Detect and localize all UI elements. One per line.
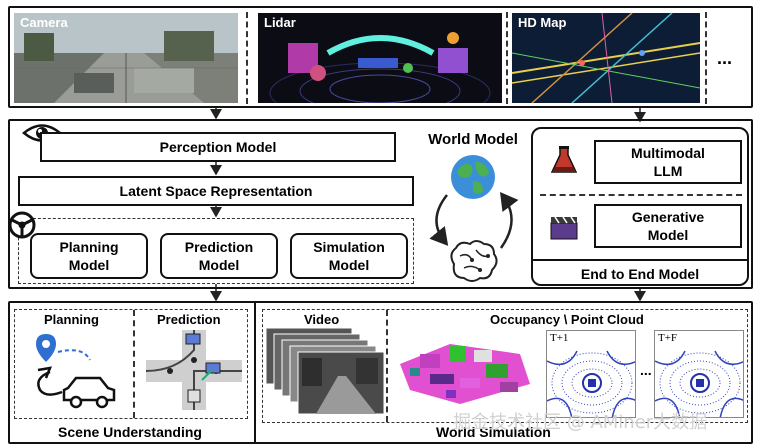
scene-understanding-group [14, 309, 248, 419]
model-panel [8, 119, 753, 289]
lidar-label: Lidar [264, 15, 296, 30]
hd-map-thumbnail: HD Map [512, 13, 700, 103]
world-model-title: World Model [428, 131, 518, 148]
task-models-group [18, 218, 414, 284]
prediction-label: Prediction [157, 312, 221, 327]
occupancy-label: Occupancy \ Point Cloud [490, 312, 644, 327]
planning-label: Planning [44, 312, 99, 327]
frame-t1-label: T+1 [550, 332, 569, 344]
camera-label: Camera [20, 15, 68, 30]
cycle-arrows-icon [429, 191, 519, 249]
flask-icon [550, 146, 578, 173]
output-panel [8, 301, 753, 444]
planning-model-box: Planning Model [30, 233, 148, 279]
planning-illustration [36, 334, 116, 409]
clapperboard-icon [550, 216, 578, 240]
pointcloud-frame-tf: T+F [654, 330, 744, 418]
simulation-model-box: Simulation Model [290, 233, 408, 279]
scene-understanding-divider [133, 310, 135, 418]
sensor-more-ellipsis: ... [717, 48, 733, 68]
globe-icon [451, 155, 495, 199]
video-label: Video [304, 312, 340, 327]
neural-brain-icon [450, 240, 498, 282]
frames-ellipsis: ... [640, 362, 652, 378]
video-frames-illustration [266, 328, 384, 415]
end-to-end-title-divider [531, 259, 749, 261]
camera-image [14, 13, 238, 103]
pointcloud-image [655, 350, 743, 417]
end-to-end-title: End to End Model [580, 266, 700, 282]
car-icon [62, 376, 116, 402]
pointcloud-image [547, 350, 635, 417]
world-simulation-group [262, 309, 748, 423]
hd-map-label: HD Map [518, 15, 567, 30]
hd-map-image [512, 13, 700, 103]
perception-model-box: Perception Model [40, 132, 396, 162]
end-to-end-divider [540, 194, 742, 196]
watermark: 掘金技术社区 @ AMiner大数据 [453, 412, 708, 433]
prediction-model-box: Prediction Model [160, 233, 278, 279]
sensor-panel [8, 6, 753, 108]
output-panel-divider [254, 301, 256, 444]
latent-space-box: Latent Space Representation [18, 176, 414, 206]
sensor-divider [246, 12, 248, 104]
scene-understanding-title: Scene Understanding [58, 424, 202, 440]
occupancy-3d-illustration [400, 344, 530, 404]
steering-wheel-icon [8, 211, 36, 239]
prediction-illustration [146, 330, 242, 410]
world-simulation-divider [386, 310, 388, 422]
generative-model-box: Generative Model [594, 204, 742, 248]
end-to-end-panel [531, 127, 749, 286]
sensor-divider [506, 12, 508, 104]
sensor-divider [705, 12, 707, 104]
camera-thumbnail: Camera [14, 13, 238, 103]
lidar-image [258, 13, 502, 103]
pointcloud-frame-t1: T+1 [546, 330, 636, 418]
lidar-thumbnail: Lidar [258, 13, 502, 103]
frame-tf-label: T+F [658, 332, 678, 344]
multimodal-llm-box: Multimodal LLM [594, 140, 742, 184]
world-simulation-title: World Simulation [436, 424, 551, 440]
